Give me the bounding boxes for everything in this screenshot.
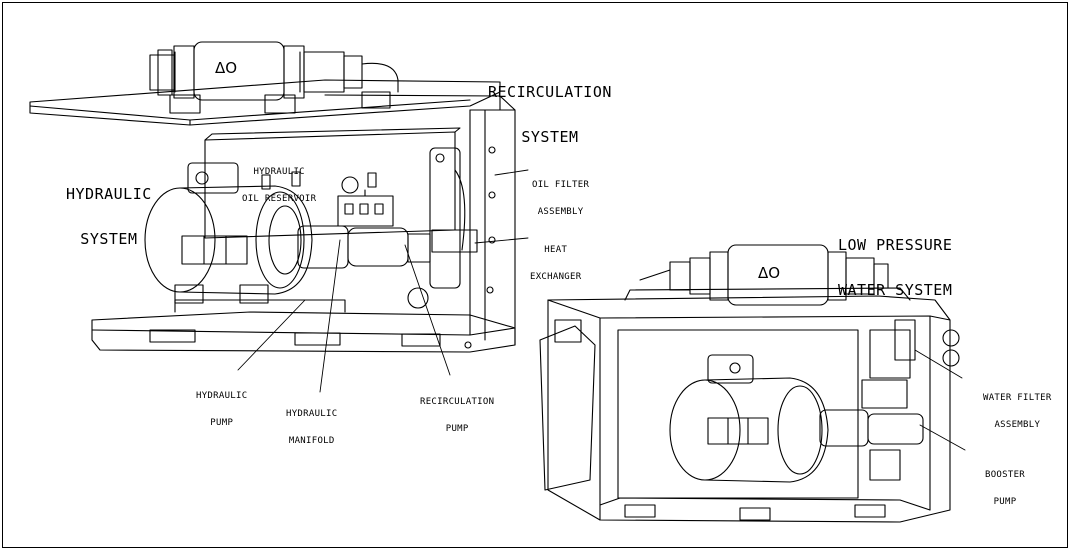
heat-exchanger-label: HEAT EXCHANGER bbox=[530, 245, 582, 282]
booster-assembly bbox=[819, 319, 960, 481]
top-vessel-mark: ΔO bbox=[215, 59, 238, 77]
hydraulic-motor bbox=[144, 162, 313, 304]
recirculation-pump-label: RECIRCULATION PUMP bbox=[420, 397, 495, 434]
right-unit bbox=[539, 244, 960, 523]
low-pressure-water-system-label: LOW PRESSURE WATER SYSTEM bbox=[838, 236, 953, 299]
hydraulic-oil-reservoir-label: HYDRAULIC OIL RESERVOIR bbox=[242, 167, 317, 204]
booster-motor bbox=[669, 354, 829, 483]
top-vessel bbox=[149, 41, 399, 114]
oil-filter-assembly-label: OIL FILTER ASSEMBLY bbox=[532, 180, 590, 217]
water-filter-assembly-label: WATER FILTER ASSEMBLY bbox=[983, 393, 1052, 430]
right-vessel-mark: ΔO bbox=[758, 264, 781, 282]
fittings bbox=[261, 146, 496, 349]
heat-exchanger bbox=[407, 147, 478, 309]
pump-assembly bbox=[297, 189, 431, 269]
leader-lines bbox=[237, 169, 966, 451]
right-vessel bbox=[639, 244, 889, 306]
hydraulic-system-label: HYDRAULIC SYSTEM bbox=[66, 185, 152, 248]
booster-pump-label: BOOSTER PUMP bbox=[985, 470, 1026, 507]
left-unit bbox=[29, 41, 516, 353]
recirculation-system-label: RECIRCULATION SYSTEM bbox=[488, 83, 612, 146]
hydraulic-manifold-label: HYDRAULIC MANIFOLD bbox=[286, 409, 338, 446]
hydraulic-pump-label: HYDRAULIC PUMP bbox=[196, 391, 248, 428]
